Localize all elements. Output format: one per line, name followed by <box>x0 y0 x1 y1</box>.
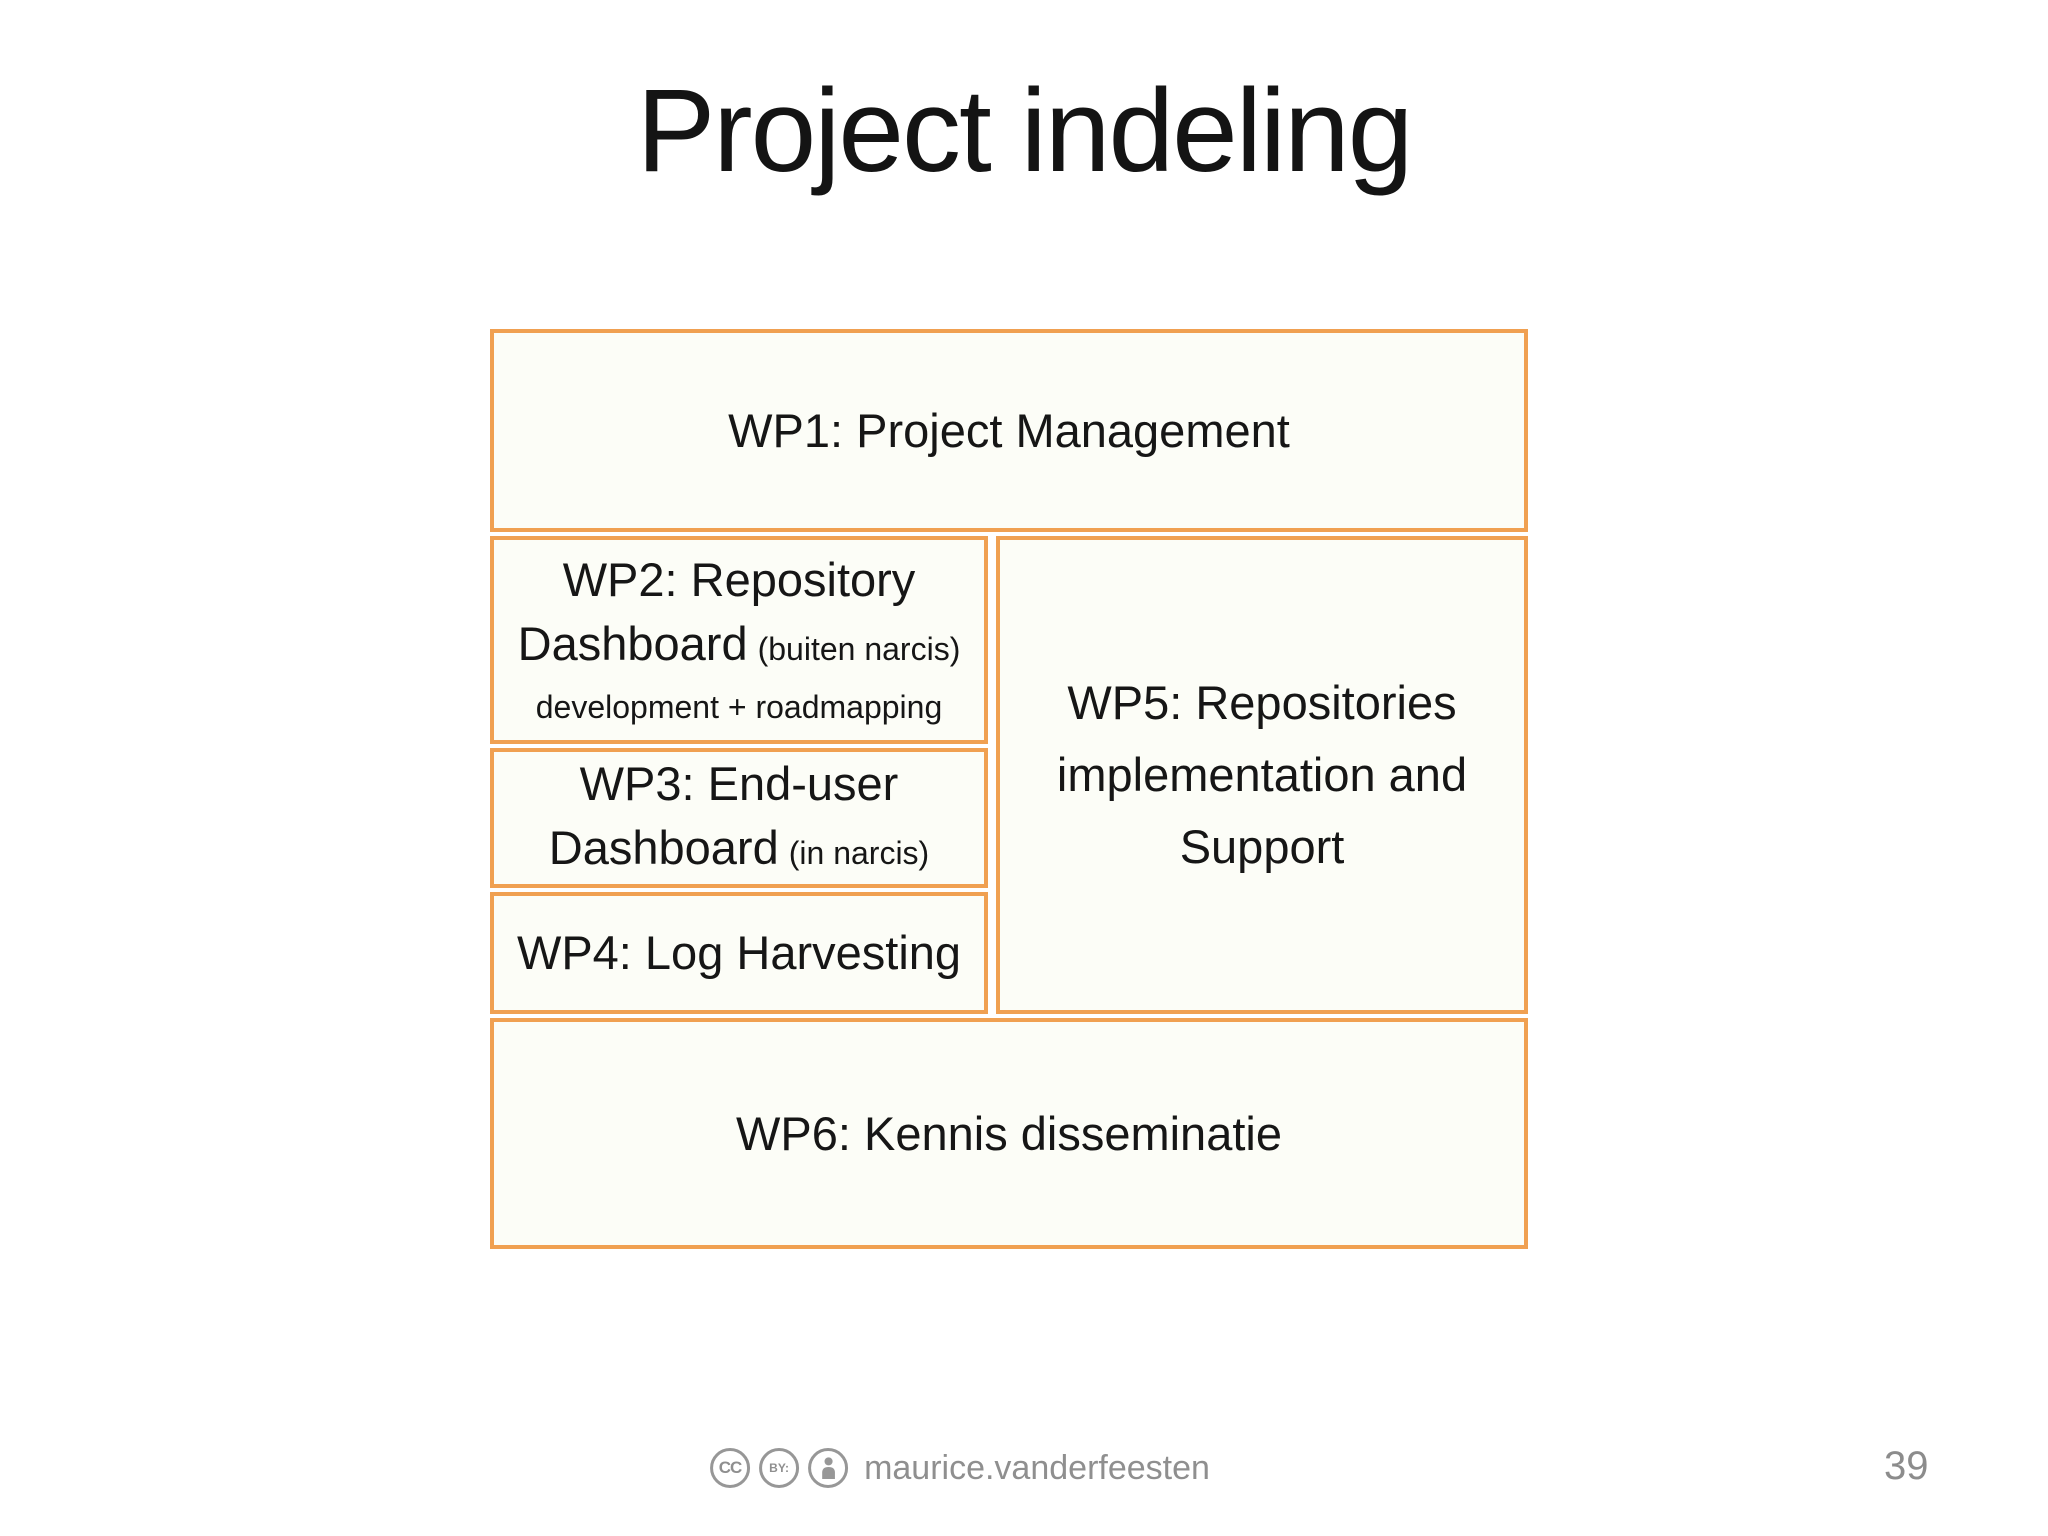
wp5-line3: Support <box>1179 820 1345 873</box>
wp2-line1: WP2: Repository <box>562 552 916 606</box>
wp1-box: WP1: Project Management <box>490 329 1528 532</box>
wp4-box: WP4: Log Harvesting <box>490 892 988 1014</box>
wp2-line2-main: Dashboard <box>517 616 748 670</box>
page-title: Project indeling <box>636 65 1414 197</box>
wp3-line2-note: (in narcis) <box>788 834 930 871</box>
license-footer: CC BY: maurice.vanderfeesten <box>710 1448 1210 1488</box>
wp4-label: WP4: Log Harvesting <box>516 926 962 979</box>
cc-by-icon: BY: <box>759 1448 800 1488</box>
wp2-line2-note: (buiten narcis) <box>757 630 961 667</box>
page-number: 39 <box>1884 1444 1929 1488</box>
wp3-box: WP3: End-user Dashboard(in narcis) <box>490 748 988 888</box>
wp2-line2: Dashboard(buiten narcis) <box>518 612 961 681</box>
wp6-label: WP6: Kennis disseminatie <box>736 1106 1282 1160</box>
wp3-line1: WP3: End-user <box>579 756 899 810</box>
wp6-box: WP6: Kennis disseminatie <box>490 1018 1528 1249</box>
wp3-line2: Dashboard(in narcis) <box>549 816 929 885</box>
work-package-diagram: WP1: Project Management WP2: Repository … <box>490 329 1528 1249</box>
wp1-label: WP1: Project Management <box>728 403 1290 457</box>
wp2-box: WP2: Repository Dashboard(buiten narcis)… <box>490 536 988 744</box>
cc-icon: CC <box>710 1448 751 1488</box>
person-icon <box>808 1448 849 1488</box>
wp3-line2-main: Dashboard <box>548 820 779 874</box>
wp5-line2: implementation and <box>1056 748 1468 801</box>
footer-author: maurice.vanderfeesten <box>864 1448 1210 1487</box>
wp5-line1: WP5: Repositories <box>1067 676 1457 729</box>
wp2-line3: development + roadmapping <box>535 688 943 725</box>
wp5-box: WP5: Repositories implementation and Sup… <box>996 536 1528 1014</box>
